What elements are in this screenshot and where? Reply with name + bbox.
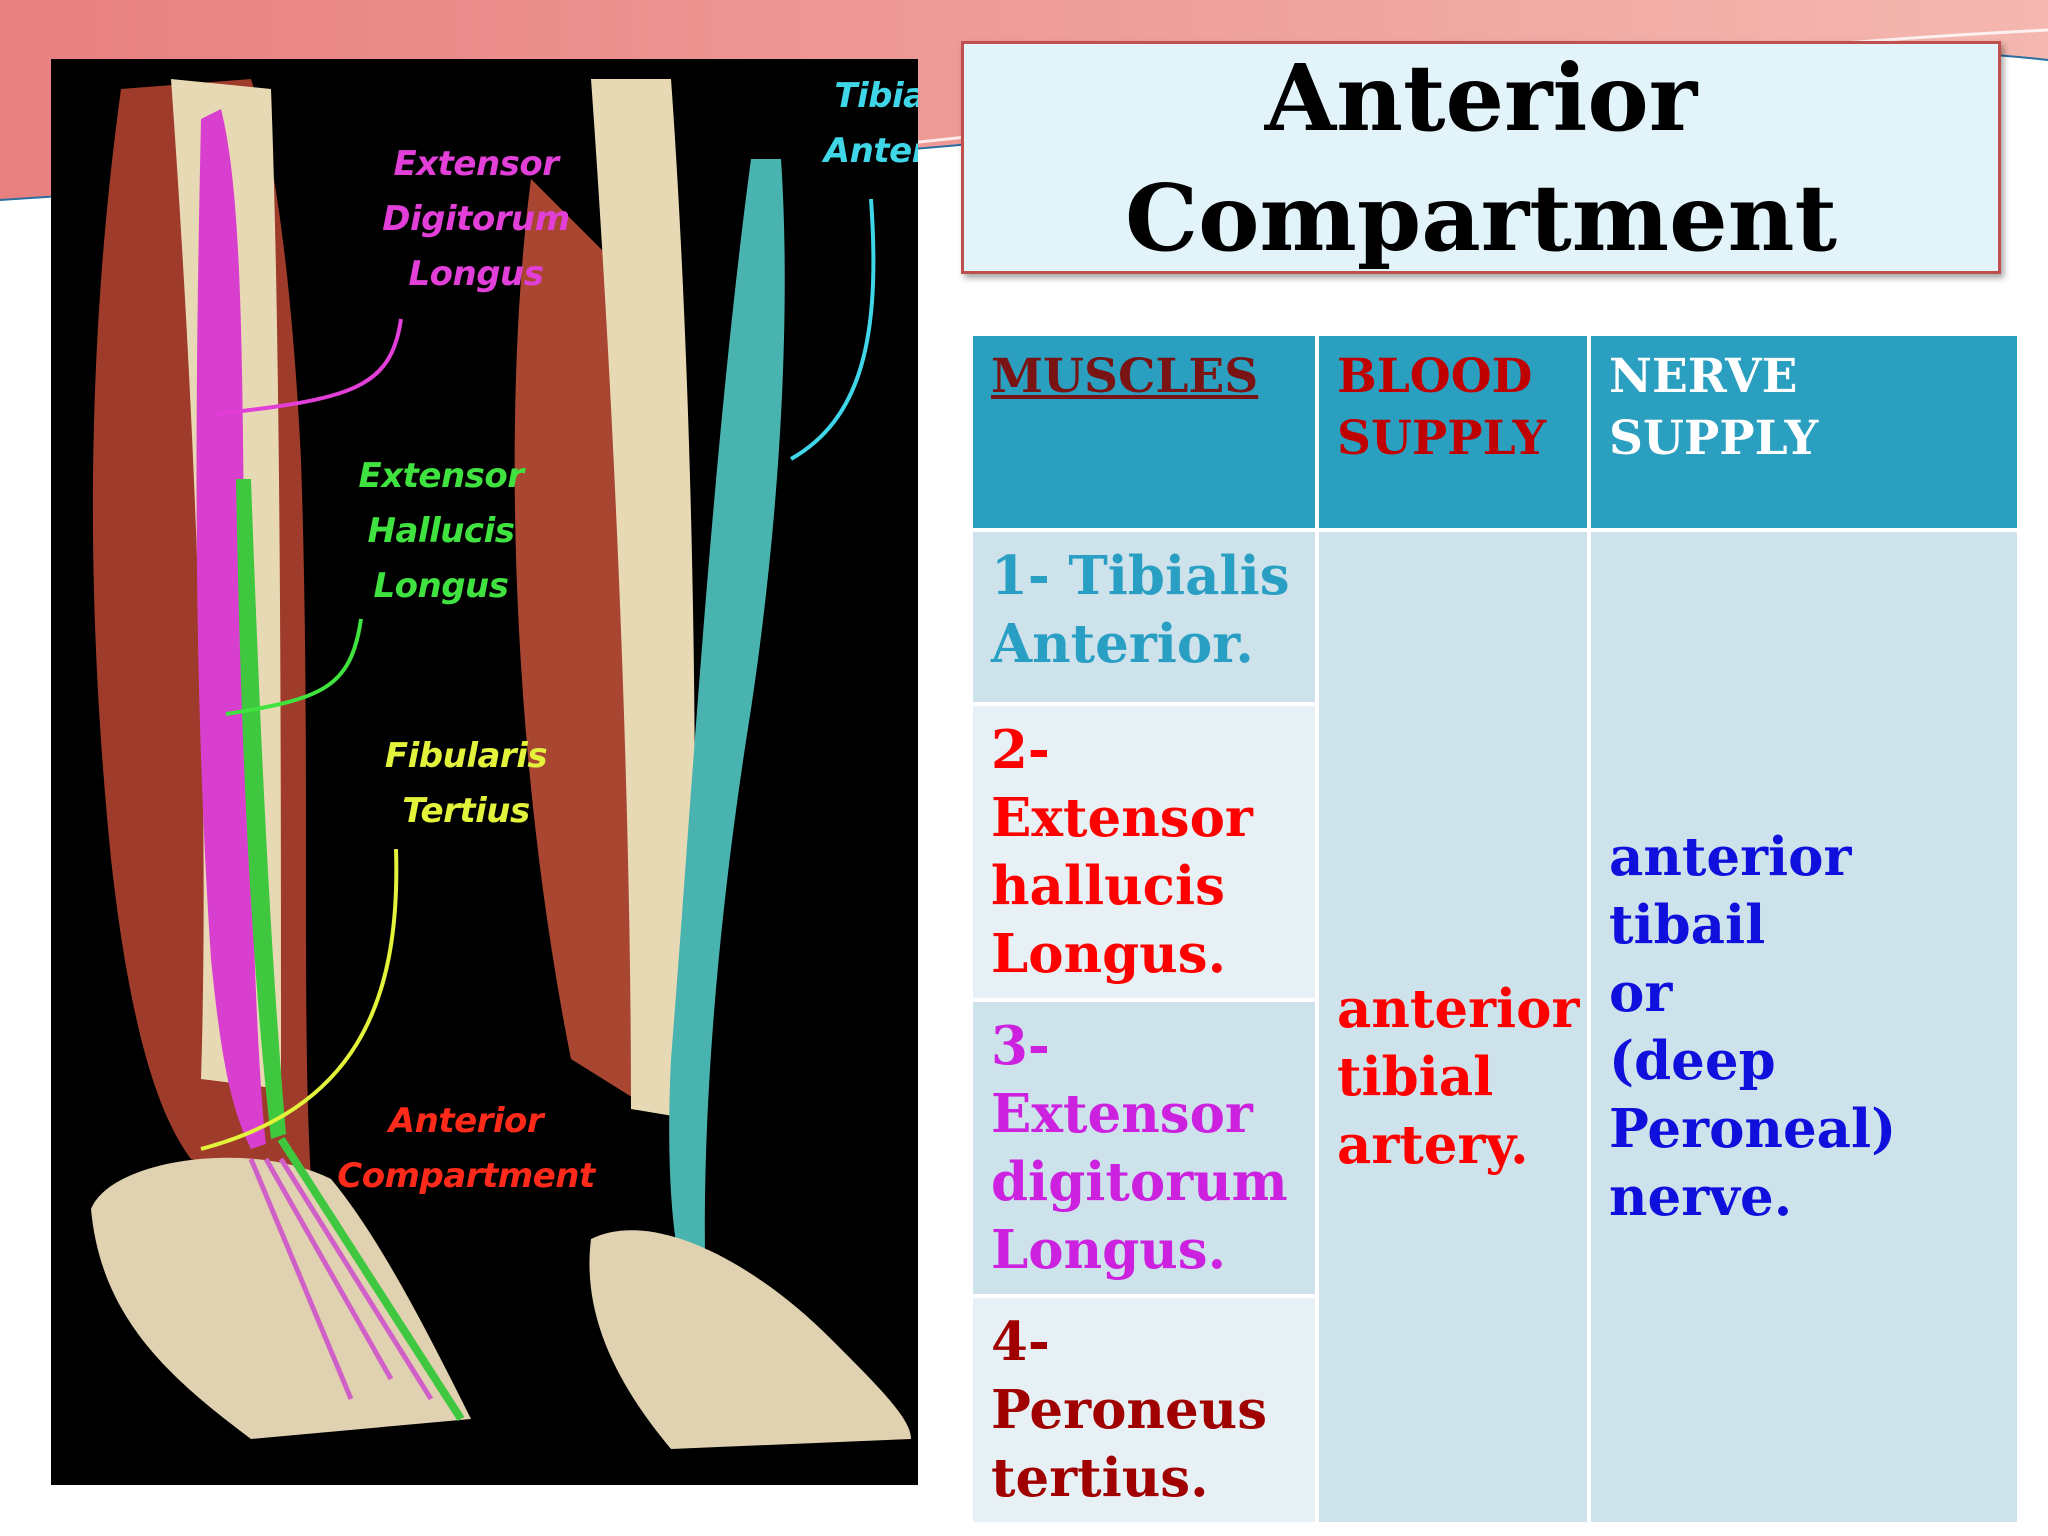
right-tibia xyxy=(591,79,695,1119)
header-nerve-supply: NERVE SUPPLY xyxy=(1591,336,2017,528)
ta-muscle xyxy=(669,159,785,1299)
table-header-row: MUSCLES BLOOD SUPPLY NERVE SUPPLY xyxy=(973,336,2017,528)
title-box: Anterior Compartment xyxy=(961,41,2001,274)
table-row: 2-Extensor hallucis Longus. xyxy=(973,706,2017,998)
leg-illustration xyxy=(91,79,911,1449)
header-muscles: MUSCLES xyxy=(973,336,1315,528)
label-extensor-hallucis-longus: Extensor Hallucis Longus xyxy=(358,456,524,606)
ehl-muscle xyxy=(236,479,286,1139)
label-fibularis-tertius: Fibularis Tertius xyxy=(384,736,548,831)
table-row: 1- Tibialis Anterior. anterior tibial ar… xyxy=(973,532,2017,1522)
label-tibialis-anterior: Tibialis Anterior xyxy=(823,76,918,171)
leg-anatomy-figure: Extensor Digitorum Longus Extensor Hallu… xyxy=(51,59,918,1485)
edl-muscle xyxy=(196,109,266,1149)
muscle-cell-4: 4-Peroneus tertius. xyxy=(973,1298,1315,1522)
table-row: 4-Peroneus tertius. xyxy=(973,1298,2017,1522)
header-blood-supply: BLOOD SUPPLY xyxy=(1319,336,1587,528)
table-row: 3-Extensor digitorum Longus. xyxy=(973,1002,2017,1294)
muscle-cell-1: 1- Tibialis Anterior. xyxy=(973,532,1315,702)
label-anterior-compartment: Anterior Compartment xyxy=(337,1101,595,1196)
muscle-cell-2: 2-Extensor hallucis Longus. xyxy=(973,706,1315,998)
page-title: Anterior Compartment xyxy=(1124,43,1838,272)
left-foot xyxy=(91,1157,471,1439)
blood-supply-cell: anterior tibial artery. xyxy=(1319,532,1587,1522)
label-extensor-digitorum-longus: Extensor Digitorum Longus xyxy=(382,144,570,294)
compartment-table: MUSCLES BLOOD SUPPLY NERVE SUPPLY 1- Tib… xyxy=(969,332,2021,1526)
nerve-supply-cell: anterior tibail or (deep Peroneal) nerve… xyxy=(1591,532,2017,1522)
right-foot xyxy=(589,1230,911,1449)
muscle-cell-3: 3-Extensor digitorum Longus. xyxy=(973,1002,1315,1294)
